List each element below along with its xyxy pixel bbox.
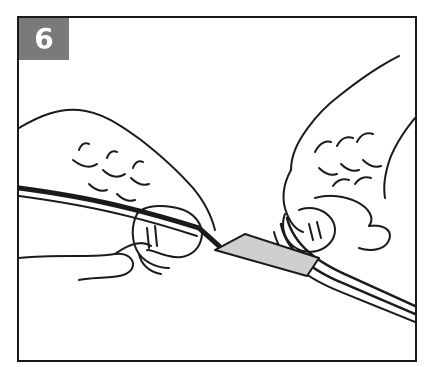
step-number-badge: 6 [19, 18, 69, 60]
adhesive-strip-icon [215, 234, 319, 276]
hand-pinching-icon [19, 110, 219, 280]
hand-gripping-icon [283, 56, 415, 252]
instruction-illustration [19, 18, 415, 360]
instruction-panel: 6 [17, 16, 417, 362]
